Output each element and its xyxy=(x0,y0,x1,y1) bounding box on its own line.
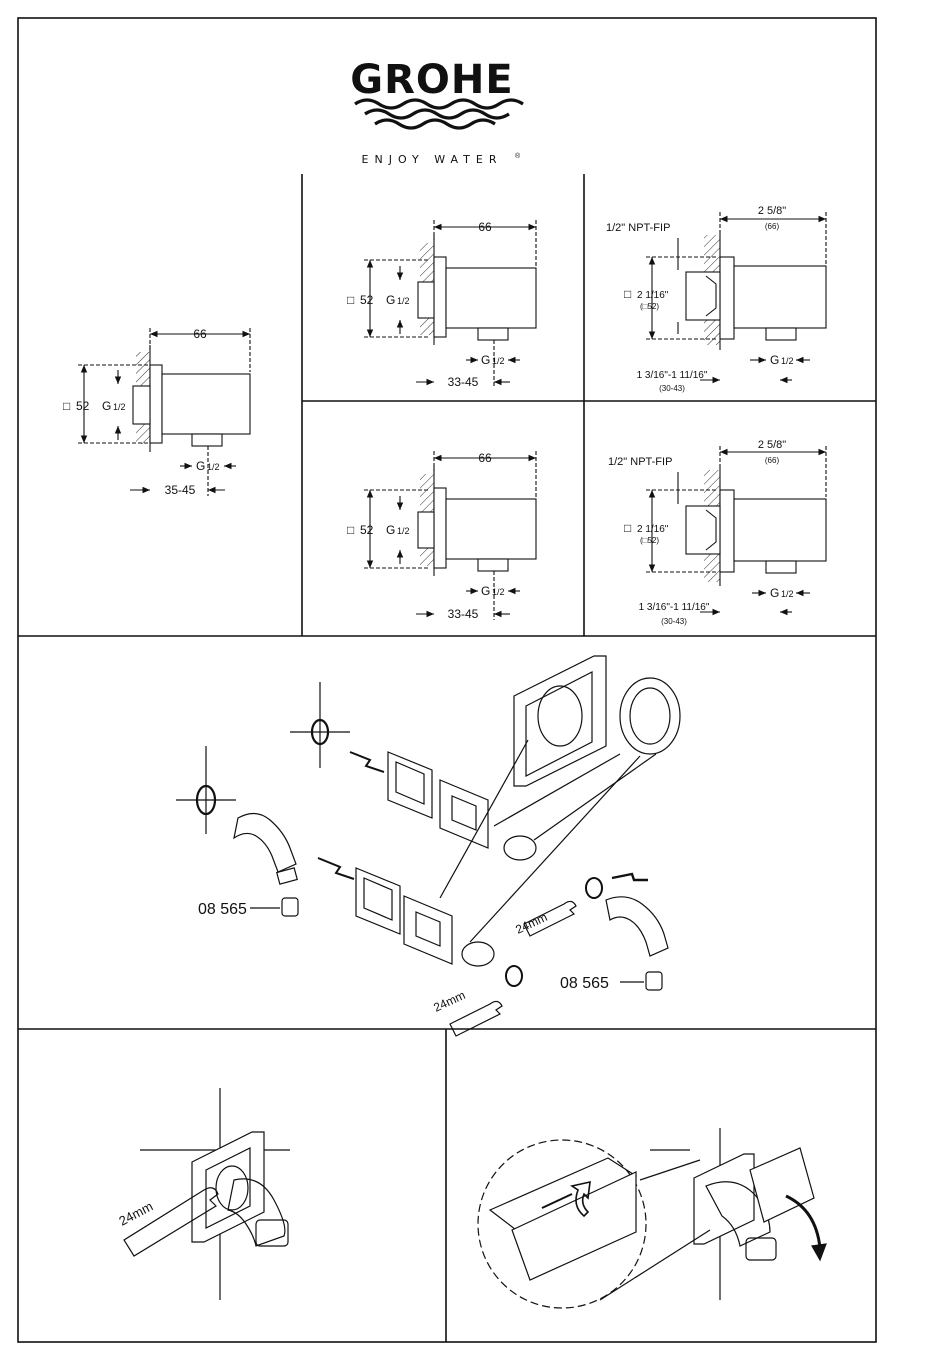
width-inch-mm-d: (66) xyxy=(765,222,780,231)
wrench-label-lower: 24mm xyxy=(431,988,467,1015)
width-label-a: 66 xyxy=(193,327,207,341)
thread-g-c2: G xyxy=(481,584,490,598)
width-label-b: 66 xyxy=(478,220,492,234)
width-inch-mm-e: (66) xyxy=(765,456,780,465)
thread-half-c2: 1/2 xyxy=(492,587,505,597)
thread-half-e: 1/2 xyxy=(781,589,794,599)
square-label-b: 52 xyxy=(360,293,374,307)
part-number-left: 08 565 xyxy=(198,901,247,918)
grohe-logo: GROHE ENJOY WATER ® xyxy=(350,57,523,166)
square-label-c: 52 xyxy=(360,523,374,537)
part-number-right: 08 565 xyxy=(560,975,609,992)
wrench-label-upper: 24mm xyxy=(513,910,549,937)
thread-g-b: G xyxy=(386,293,395,307)
thread-half-d: 1/2 xyxy=(781,356,794,366)
depth-label-a: 35-45 xyxy=(165,483,196,497)
square-inch-mm-e: (□52) xyxy=(640,536,659,545)
thread-g-c: G xyxy=(386,523,395,537)
square-symbol-b: □ xyxy=(347,293,354,307)
thread-g-d: G xyxy=(770,353,779,367)
depth-inch-e: 1 3/16"-1 11/16" xyxy=(639,602,710,613)
thread-half-b: 1/2 xyxy=(397,296,410,306)
thread-g-a2: G xyxy=(196,459,205,473)
npt-label-e: 1/2" NPT-FIP xyxy=(608,456,672,468)
square-label-a: 52 xyxy=(76,399,90,413)
registered-mark: ® xyxy=(515,152,521,160)
depth-label-b: 33-45 xyxy=(448,375,479,389)
depth-label-c: 33-45 xyxy=(448,607,479,621)
tightening-illustration xyxy=(124,1088,290,1300)
depth-inch-d: 1 3/16"-1 11/16" xyxy=(637,370,708,381)
page-frame xyxy=(18,18,876,1342)
width-label-c: 66 xyxy=(478,451,492,465)
depth-inch-mm-e: (30-43) xyxy=(661,617,687,626)
cover-illustration xyxy=(478,1128,826,1308)
dimension-drawing-d xyxy=(646,212,826,380)
thread-g-b2: G xyxy=(481,353,490,367)
square-symbol-c: □ xyxy=(347,523,354,537)
square-inch-mm-d: (□52) xyxy=(640,302,659,311)
square-symbol-a: □ xyxy=(63,399,70,413)
dimension-drawing-e xyxy=(646,446,826,612)
depth-inch-mm-d: (30-43) xyxy=(659,384,685,393)
width-inch-d: 2 5/8" xyxy=(758,205,786,217)
square-inch-d: 2 1/16" xyxy=(637,290,669,301)
thread-half-a2: 1/2 xyxy=(207,462,220,472)
square-inch-e: 2 1/16" xyxy=(637,524,669,535)
thread-half-c: 1/2 xyxy=(397,526,410,536)
square-symbol-e: □ xyxy=(624,521,631,535)
brand-tagline: ENJOY WATER xyxy=(362,153,503,166)
thread-g-a: G xyxy=(102,399,111,413)
brand-name: GROHE xyxy=(350,57,513,103)
width-inch-e: 2 5/8" xyxy=(758,439,786,451)
thread-half-a: 1/2 xyxy=(113,402,126,412)
square-symbol-d: □ xyxy=(624,287,631,301)
thread-g-e: G xyxy=(770,586,779,600)
thread-half-b2: 1/2 xyxy=(492,356,505,366)
npt-label-d: 1/2" NPT-FIP xyxy=(606,222,670,234)
